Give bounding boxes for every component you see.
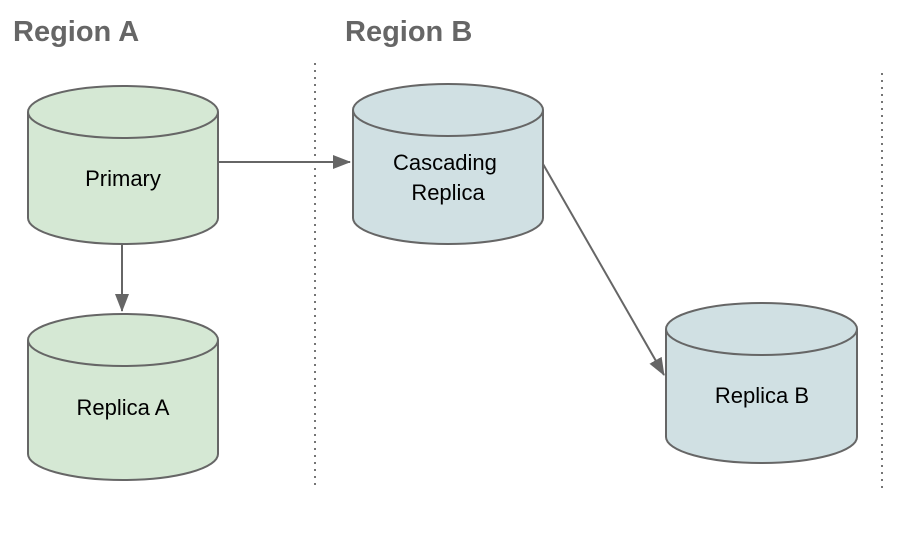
node-cascading-replica: Cascading Replica: [352, 83, 544, 245]
replica-b-label: Replica B: [715, 383, 809, 408]
replica-b-cylinder-shape: [665, 302, 858, 464]
primary-cylinder-shape: [27, 85, 219, 245]
replica-a-cylinder-shape: [27, 313, 219, 481]
cascading-replica-label: Cascading Replica: [393, 150, 503, 205]
node-primary: Primary: [27, 85, 219, 245]
region-b-title: Region B: [345, 16, 472, 48]
primary-label: Primary: [85, 166, 161, 191]
replica-b-cylinder-top-arc: [665, 328, 858, 356]
replica-a-cylinder-top-arc: [27, 339, 219, 367]
node-replica-b: Replica B: [665, 302, 858, 464]
region-a-title: Region A: [13, 16, 139, 48]
cascading-replica-cylinder-top-arc: [352, 109, 544, 137]
primary-cylinder-top-arc: [27, 111, 219, 139]
cascading-replica-cylinder-shape: [352, 83, 544, 245]
replica-a-label: Replica A: [77, 395, 170, 420]
edge-cascading-replica-to-replica-b: [542, 163, 665, 376]
node-replica-a: Replica A: [27, 313, 219, 481]
